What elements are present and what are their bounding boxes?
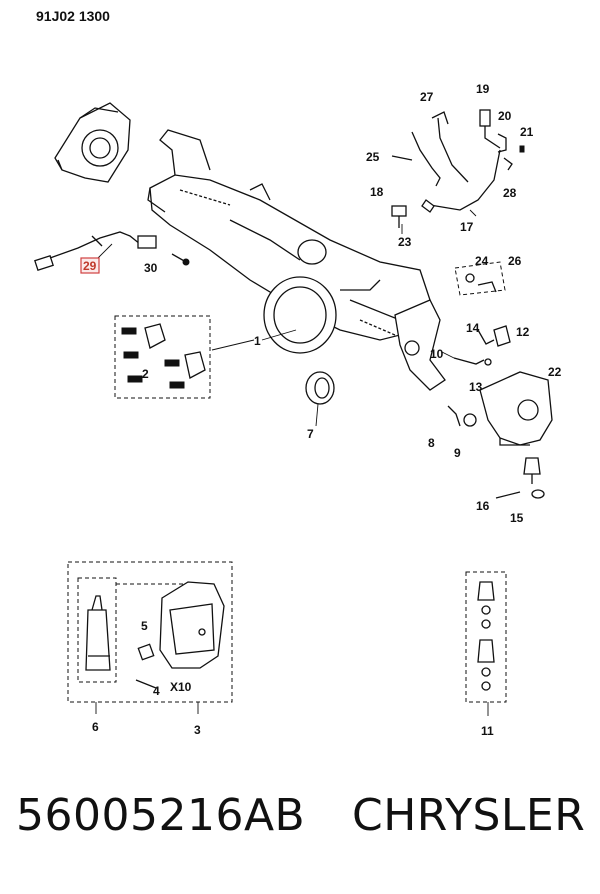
diagram-code: 91J02 1300 [36,8,110,24]
axle-housing-drawing [147,129,446,391]
callout-29-highlight [80,257,100,274]
callout-29: 29 [83,259,97,273]
ball-joint-kit-box [465,571,507,703]
callout-22: 22 [548,365,562,379]
callout-17: 17 [460,220,474,234]
callout-13: 13 [469,380,483,394]
callout-9: 9 [454,446,461,460]
callout-18: 18 [370,185,384,199]
callout-4: 4 [153,684,160,698]
callout-23: 23 [398,235,412,249]
callout-28: 28 [503,186,517,200]
part-number: 56005216AB [16,790,306,841]
sensor-wire-drawing [34,231,157,272]
bracket-24-26-drawing [454,261,506,296]
callout-5: 5 [141,619,148,633]
callout-27: 27 [420,90,434,104]
bolt-kit-box [114,315,211,399]
upper-right-parts-drawing [391,109,525,228]
callout-19: 19 [476,82,490,96]
callout-16: 16 [476,499,490,513]
callout-7: 7 [307,427,314,441]
seal-drawing [305,371,335,405]
callout-25: 25 [366,150,380,164]
multiplier-label: X10 [170,680,192,694]
leader-lines [95,209,489,716]
callout-12: 12 [516,325,530,339]
callout-30: 30 [144,261,158,275]
callout-11: 11 [481,724,494,738]
bolt-30-drawing [171,253,190,266]
callout-2: 2 [142,367,149,381]
callout-24: 24 [475,254,489,268]
callout-20: 20 [498,109,512,123]
callout-1: 1 [254,334,261,348]
callout-3: 3 [194,723,201,737]
right-small-parts-drawing [447,325,553,499]
callout-15: 15 [510,511,524,525]
callouts: 1 2 3 4 5 6 7 8 9 10 11 12 13 14 15 16 1… [80,82,562,738]
callout-26: 26 [508,254,522,268]
callout-21: 21 [520,125,534,139]
cover-kit-box [67,561,233,703]
brand-name: CHRYSLER [352,790,586,841]
callout-6: 6 [92,720,99,734]
upper-left-knuckle-drawing [54,102,131,183]
callout-10: 10 [430,347,444,361]
callout-8: 8 [428,436,435,450]
callout-14: 14 [466,321,480,335]
footer: 56005216AB CHRYSLER [0,790,600,870]
